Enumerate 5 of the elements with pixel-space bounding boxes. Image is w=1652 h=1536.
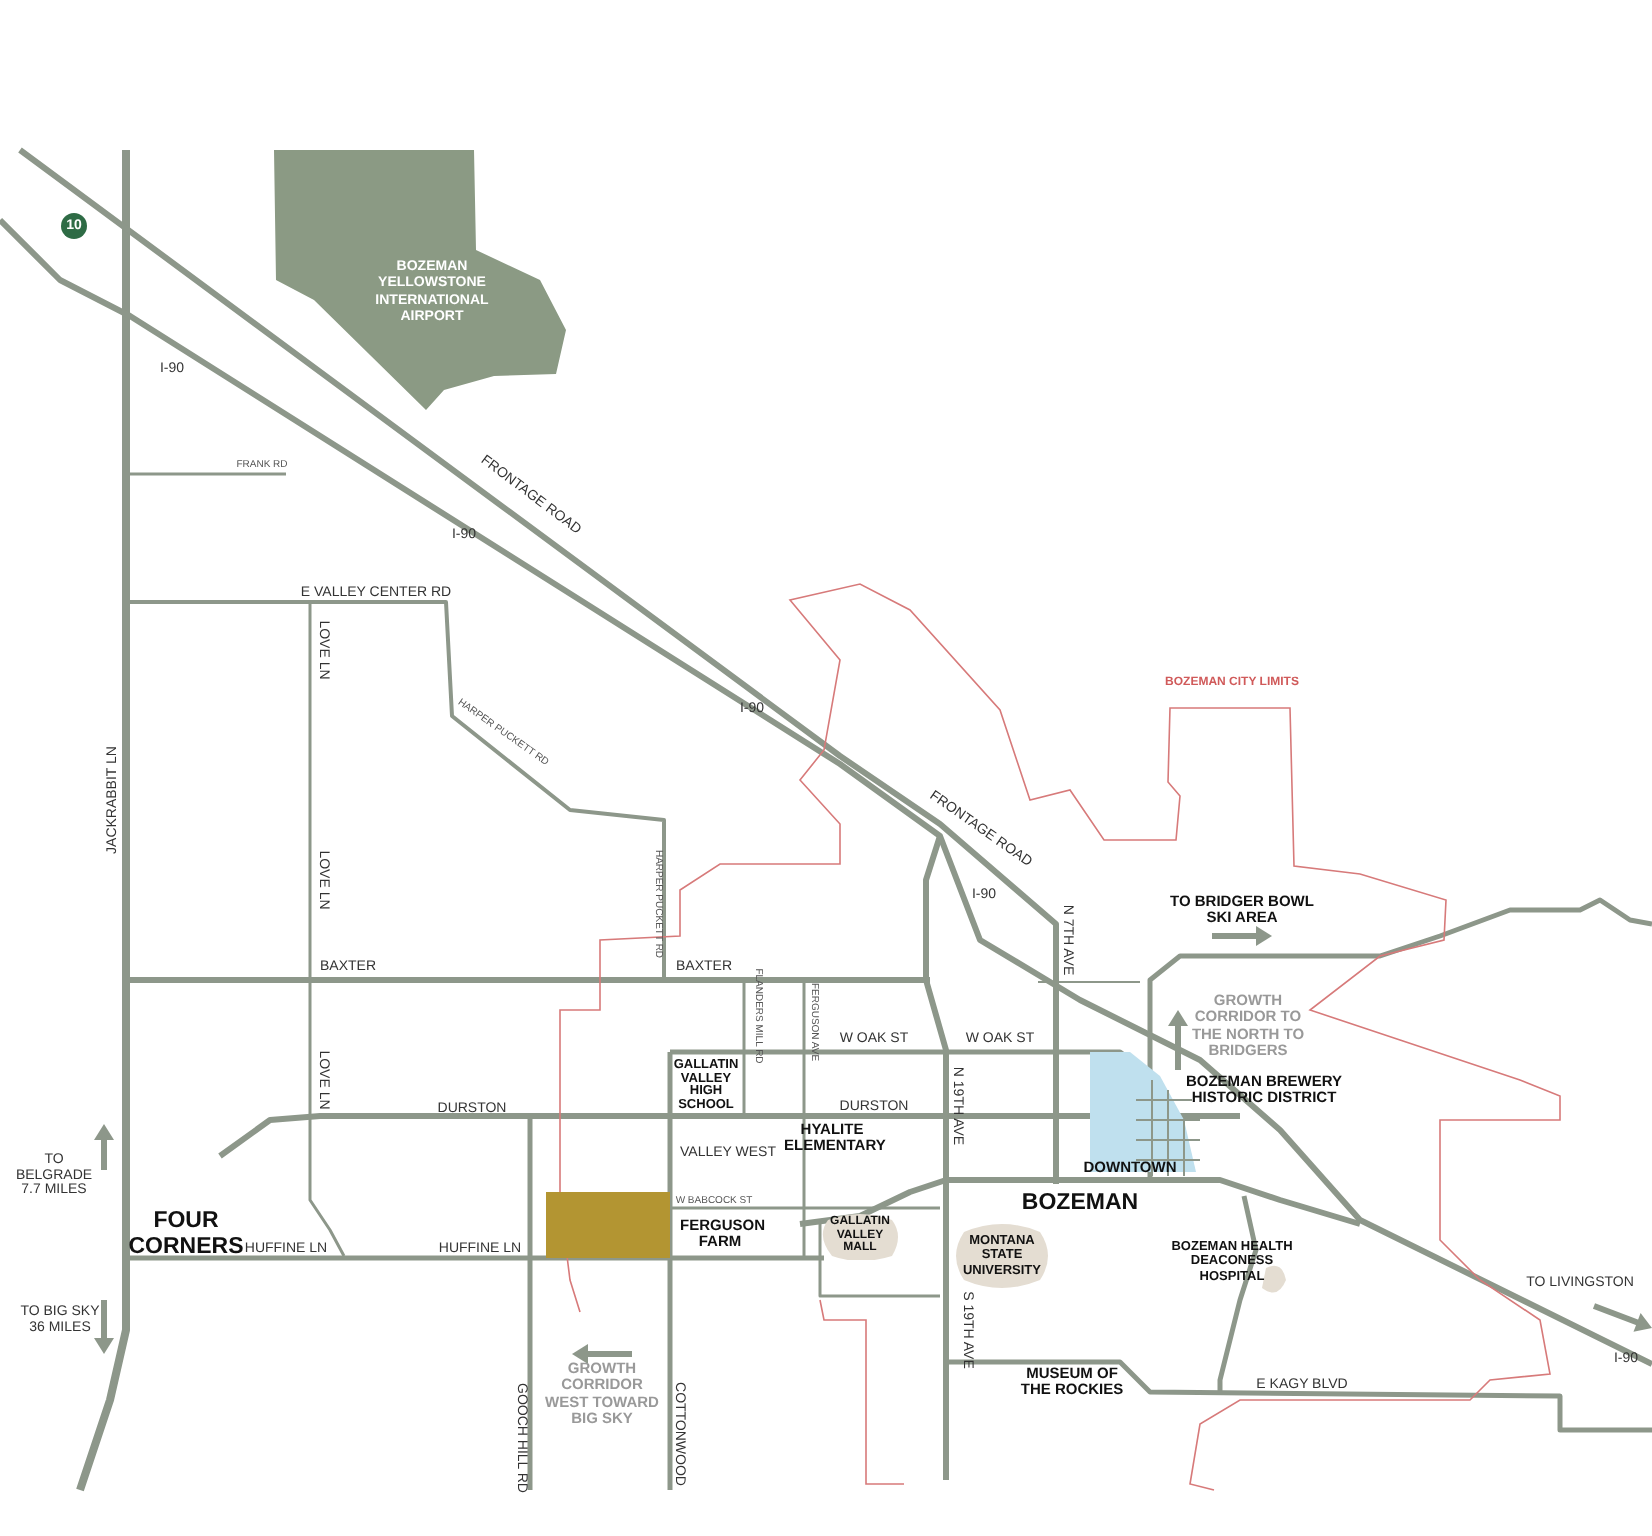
landmark-area <box>952 1220 1052 1292</box>
place-label: BOZEMAN <box>1021 1191 1139 1217</box>
airport-area <box>274 150 570 416</box>
place-label: FOUR CORNERS <box>126 1208 246 1260</box>
landmark-area <box>820 1212 900 1260</box>
